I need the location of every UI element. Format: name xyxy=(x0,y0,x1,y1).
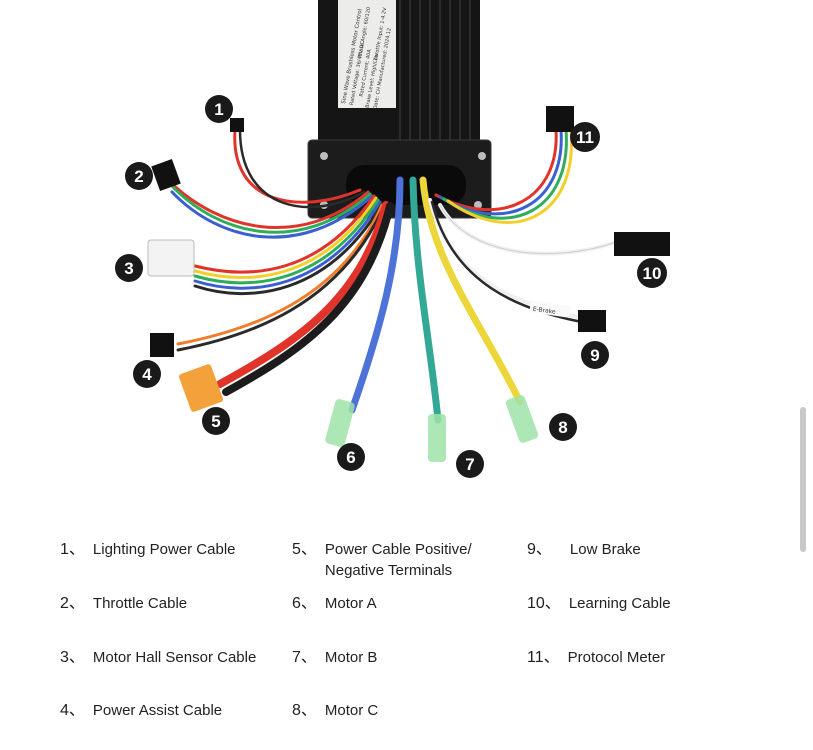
callout-10: 10 xyxy=(637,258,667,288)
callout-4: 4 xyxy=(133,360,161,388)
callout-9: 9 xyxy=(581,341,609,369)
connectors: E-Brake xyxy=(147,106,670,462)
brake-tag-text: E-Brake xyxy=(532,306,556,316)
svg-text:11: 11 xyxy=(576,128,594,147)
svg-text:5: 5 xyxy=(211,412,220,431)
callout-11: 11 xyxy=(570,122,600,152)
legend-item-2: 2、Throttle Cable xyxy=(60,595,188,612)
svg-text:1: 1 xyxy=(214,100,223,119)
legend-item-10: 10、Learning Cable xyxy=(527,595,671,612)
svg-text:7: 7 xyxy=(465,455,474,474)
callout-5: 5 xyxy=(202,407,230,435)
wiring-diagram: Sine Wave Brushless Motor Control Rated … xyxy=(115,0,670,478)
callout-6: 6 xyxy=(337,443,365,471)
svg-text:9: 9 xyxy=(590,346,599,365)
svg-text:8: 8 xyxy=(558,418,567,437)
callout-7: 7 xyxy=(456,450,484,478)
legend-item-11: 11、Protocol Meter xyxy=(527,649,666,666)
callout-1: 1 xyxy=(205,95,233,123)
svg-text:4: 4 xyxy=(142,365,152,384)
legend-item-6: 6、Motor A xyxy=(292,595,377,612)
svg-text:10: 10 xyxy=(643,264,662,283)
callout-8: 8 xyxy=(549,413,577,441)
callout-3: 3 xyxy=(115,254,143,282)
svg-text:3: 3 xyxy=(124,259,133,278)
legend-item-7: 7、Motor B xyxy=(292,649,378,666)
wire-bundle xyxy=(168,128,618,424)
legend-item-8: 8、Motor C xyxy=(292,702,379,719)
controller-unit: Sine Wave Brushless Motor Control Rated … xyxy=(307,0,492,219)
legend-item-1: 1、Lighting Power Cable xyxy=(60,541,236,558)
svg-text:6: 6 xyxy=(346,448,355,467)
scrollbar-thumb[interactable] xyxy=(800,407,806,552)
svg-text:2: 2 xyxy=(134,167,143,186)
controller-spec-label: Sine Wave Brushless Motor Control Rated … xyxy=(338,0,396,110)
legend-item-4: 4、Power Assist Cable xyxy=(60,702,223,719)
legend-item-3: 3、Motor Hall Sensor Cable xyxy=(60,649,257,666)
legend-item-9: 9、Low Brake xyxy=(527,541,641,558)
callout-2: 2 xyxy=(125,162,153,190)
legend-item-5: 5、 Power Cable Positive/Negative Termina… xyxy=(292,541,472,579)
